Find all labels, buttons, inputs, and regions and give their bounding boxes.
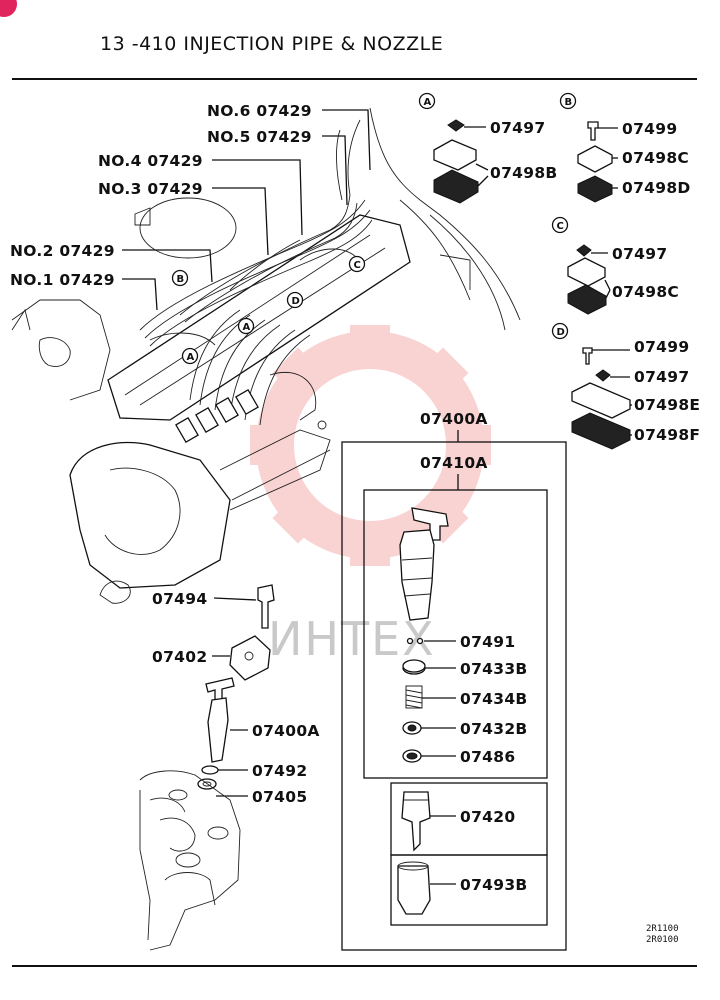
part-07492: 07492 xyxy=(252,762,307,780)
kit-inner-box: 07410A xyxy=(363,454,548,779)
pipe-label-no3: NO.3 07429 xyxy=(98,180,203,198)
clamp-group-c: C 07497 07498C xyxy=(551,216,679,315)
part-07498b-a: 07498B xyxy=(490,164,558,182)
svg-text:A: A xyxy=(243,322,251,333)
kit-inner-label: 07410A xyxy=(420,454,488,472)
part-07420: 07420 xyxy=(460,808,515,826)
pipe-label-no2: NO.2 07429 xyxy=(10,242,115,260)
page-title: 13 -410 INJECTION PIPE & NOZZLE xyxy=(100,33,443,55)
part-07432b: 07432B xyxy=(460,720,528,738)
part-07498d-b: 07498D xyxy=(622,179,691,197)
kit-parts: 07491 07433B 07434B 07432B 07486 07420 xyxy=(390,633,548,926)
part-07497-d: 07497 xyxy=(634,368,689,386)
watermark-gear-icon xyxy=(250,325,491,566)
svg-text:D: D xyxy=(557,327,565,338)
part-07498f-d: 07498F xyxy=(634,426,700,444)
kit-outer-label: 07400A xyxy=(420,410,488,428)
part-07499-d: 07499 xyxy=(634,338,689,356)
engine-illustration xyxy=(11,107,521,604)
part-07433b: 07433B xyxy=(460,660,528,678)
part-07498c-b: 07498C xyxy=(622,149,689,167)
footer-code-2: 2R0100 xyxy=(646,935,679,945)
part-07486: 07486 xyxy=(460,748,515,766)
svg-text:A: A xyxy=(424,97,432,108)
part-07400a-left: 07400A xyxy=(252,722,320,740)
engine-marker-c: C xyxy=(348,255,366,273)
pipe-label-no1: NO.1 07429 xyxy=(10,271,115,289)
injector-body xyxy=(399,507,449,621)
part-07494: 07494 xyxy=(152,590,207,608)
pipe-labels: NO.6 07429 NO.5 07429 NO.4 07429 NO.3 07… xyxy=(10,102,371,311)
part-07498c-c: 07498C xyxy=(612,283,679,301)
part-07497-a: 07497 xyxy=(490,119,545,137)
part-07499-b: 07499 xyxy=(622,120,677,138)
engine-marker-a: A xyxy=(181,347,199,365)
pipe-label-no4: NO.4 07429 xyxy=(98,152,203,170)
svg-text:B: B xyxy=(177,274,185,285)
part-07491: 07491 xyxy=(460,633,515,651)
clamp-group-b: B 07499 07498C 07498D xyxy=(559,92,691,203)
engine-marker-b: B xyxy=(171,269,189,287)
kit-outer-box: 07400A xyxy=(341,410,567,951)
svg-text:B: B xyxy=(565,97,573,108)
pipe-label-no5: NO.5 07429 xyxy=(207,128,312,146)
nozzle-assembly: 07494 07402 07400A 07492 07405 xyxy=(139,584,320,951)
footer-code-1: 2R1100 xyxy=(646,924,679,934)
engine-markers: B A A D C xyxy=(171,255,366,365)
svg-text:C: C xyxy=(557,221,564,232)
part-07405: 07405 xyxy=(252,788,307,806)
svg-text:C: C xyxy=(354,260,361,271)
part-07493b: 07493B xyxy=(460,876,528,894)
pipe-label-no6: NO.6 07429 xyxy=(207,102,312,120)
clamp-group-d: D 07499 07497 07498E 07498F xyxy=(551,322,700,450)
svg-text:A: A xyxy=(187,352,195,363)
corner-badge xyxy=(0,0,17,17)
engine-marker-d: D xyxy=(286,291,304,309)
part-07498e-d: 07498E xyxy=(634,396,700,414)
part-07497-c: 07497 xyxy=(612,245,667,263)
part-07434b: 07434B xyxy=(460,690,528,708)
clamp-group-a: A 07497 07498B xyxy=(418,92,558,204)
engine-marker-a: A xyxy=(237,317,255,335)
watermark-text: ИНТЕХ xyxy=(268,612,436,666)
part-07402: 07402 xyxy=(152,648,207,666)
svg-text:D: D xyxy=(292,296,300,307)
